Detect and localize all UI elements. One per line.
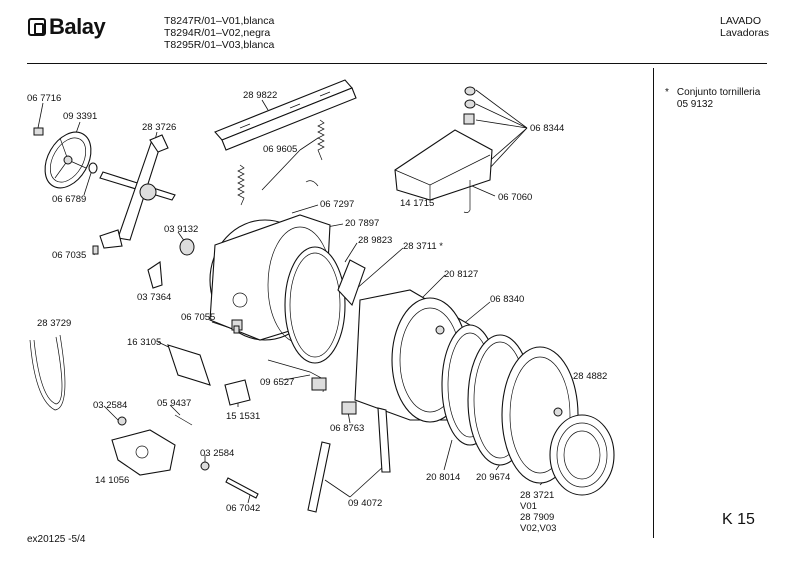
motor-mount	[111, 429, 176, 476]
part-number-label: 28 9822	[243, 90, 278, 101]
part-number-label: 05 9437	[157, 398, 192, 409]
spring-hook	[305, 180, 319, 187]
tub-screw	[233, 325, 240, 334]
mounting-plate	[167, 344, 211, 386]
top-bracket	[214, 79, 357, 151]
model-list: T8247R/01–V01,blanca T8294R/01–V02,negra…	[164, 15, 274, 51]
part-number-label: 03 2584	[200, 448, 235, 459]
part-number-label: 28 4882	[573, 371, 608, 382]
screw-set-note: * Conjunto tornilleria 05 9132	[665, 87, 760, 111]
part-number-label: 20 8127	[444, 269, 479, 280]
part-number-label: 06 7060	[498, 192, 533, 203]
part-number-label: 06 8763	[330, 423, 365, 434]
part-number-label: 28 3711 *	[403, 241, 443, 252]
model-line: T8295R/01–V03,blanca	[164, 39, 275, 51]
part-number-label: 06 6789	[52, 194, 87, 205]
part-number-label: 28 7909	[520, 512, 555, 523]
drive-belt	[29, 334, 66, 411]
brand-logo: Balay	[28, 14, 106, 40]
pulley-washer	[88, 162, 98, 174]
gasket-clamp	[553, 407, 563, 417]
model-line: T8294R/01–V02,negra	[164, 27, 271, 39]
part-number-label: 06 8344	[530, 123, 565, 134]
part-number-label: 28 3726	[142, 122, 177, 133]
cable-clip	[224, 379, 251, 406]
part-number-label: 14 1715	[400, 198, 435, 209]
part-number-label: 16 3105	[127, 337, 162, 348]
part-number-label: 06 7042	[226, 503, 261, 514]
note-line: 05 9132	[676, 99, 714, 110]
cross-screw	[92, 245, 99, 255]
tub-seal-ring	[284, 246, 346, 364]
pulley-screw	[33, 127, 44, 136]
drum-clip	[147, 261, 163, 289]
part-number-label: 06 7297	[320, 199, 355, 210]
shock-absorbers	[307, 407, 391, 513]
note-line: Conjunto tornilleria	[676, 87, 761, 98]
part-number-label: 06 8340	[490, 294, 525, 305]
part-number-label: 14 1056	[95, 475, 130, 486]
part-number-label: 28 3729	[37, 318, 72, 329]
suspension-springs	[237, 119, 325, 206]
part-number-label: 03 2584	[93, 400, 128, 411]
drum-pulley	[44, 131, 92, 189]
part-number-label: 09 6527	[260, 377, 295, 388]
section-line: LAVADO	[720, 15, 762, 27]
part-number-label: V01	[520, 501, 537, 512]
part-number-label: 06 7716	[27, 93, 62, 104]
motor-washer	[117, 416, 127, 426]
header-divider	[27, 63, 767, 65]
part-number-label: 06 7055	[181, 312, 216, 323]
brand-name: Balay	[49, 14, 106, 39]
section-line: Lavadoras	[720, 27, 770, 39]
part-number-label: 28 3721	[520, 490, 555, 501]
balay-logo-icon	[28, 18, 46, 36]
counterweight-clamp	[337, 259, 366, 307]
footer-reference: ex20125 -5/4	[27, 534, 86, 545]
counterweight-block	[394, 129, 493, 201]
note-marker: *	[665, 87, 669, 98]
model-line: T8247R/01–V01,blanca	[164, 15, 275, 27]
page-code: K 15	[722, 511, 755, 528]
part-number-label: 03 9132	[164, 224, 199, 235]
hook-bolt	[463, 180, 471, 214]
drum-cross	[99, 134, 176, 249]
bolt-sleeve	[463, 113, 475, 125]
bolt-nut	[464, 86, 476, 96]
part-number-label: V02,V03	[520, 523, 557, 534]
part-number-label: 28 9823	[358, 235, 393, 246]
part-number-label: 09 3391	[63, 111, 98, 122]
section-title: LAVADO Lavadoras	[720, 15, 769, 39]
spring-fastener	[341, 401, 357, 415]
part-number-label: 20 7897	[345, 218, 380, 229]
seal-strip	[174, 414, 193, 426]
long-bolt	[225, 477, 259, 499]
bolt-washer	[464, 99, 476, 109]
bearing-nut	[179, 238, 195, 256]
part-number-label: 03 7364	[137, 292, 172, 303]
part-number-label: 06 7035	[52, 250, 87, 261]
part-number-label: 20 8014	[426, 472, 461, 483]
side-panel-divider	[653, 68, 655, 538]
part-number-label: 15 1531	[226, 411, 261, 422]
door-gasket	[549, 414, 615, 496]
mount-washer	[200, 461, 210, 471]
part-number-label: 09 4072	[348, 498, 383, 509]
part-number-label: 20 9674	[476, 472, 511, 483]
part-number-label: 06 9605	[263, 144, 298, 155]
